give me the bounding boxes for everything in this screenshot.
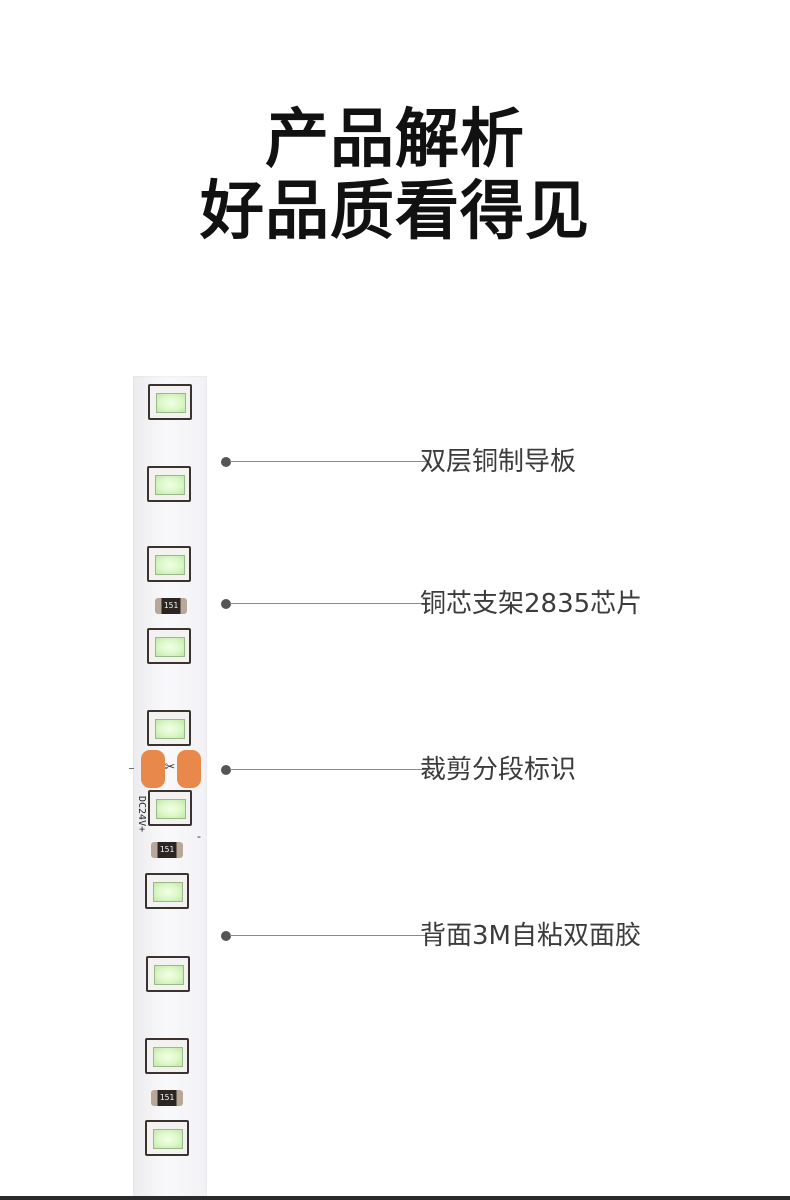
callout-cut-mark: 裁剪分段标识 — [218, 755, 778, 785]
resistor: 151 — [151, 1090, 183, 1106]
polarity-marking: DC24V+ — [136, 796, 147, 833]
resistor: 151 — [151, 842, 183, 858]
solder-pad-right — [177, 750, 201, 788]
led-chip — [145, 1120, 189, 1156]
led-chip — [148, 384, 192, 420]
minus-marking: - — [197, 830, 201, 843]
title-block: 产品解析 好品质看得见 — [0, 104, 790, 248]
callout-label: 铜芯支架2835芯片 — [420, 589, 643, 619]
callout-line — [230, 603, 426, 604]
callout-label: 双层铜制导板 — [420, 447, 577, 477]
led-chip — [147, 466, 191, 502]
led-chip — [147, 546, 191, 582]
callout-dot — [221, 765, 231, 775]
led-chip — [147, 628, 191, 664]
callout-line — [230, 769, 426, 770]
callout-dot — [221, 457, 231, 467]
page-title: 产品解析 — [265, 103, 525, 177]
callout-dot — [221, 931, 231, 941]
callout-label: 裁剪分段标识 — [420, 755, 577, 785]
led-chip — [145, 873, 189, 909]
cut-line-left — [129, 768, 134, 769]
bottom-divider — [0, 1196, 790, 1200]
led-chip — [147, 710, 191, 746]
resistor-code: 151 — [159, 1093, 175, 1102]
callout-chip: 铜芯支架2835芯片 — [218, 589, 778, 619]
callout-label: 背面3M自粘双面胶 — [420, 921, 641, 951]
scissors-icon: ✂ — [164, 760, 176, 775]
callout-copper-board: 双层铜制导板 — [218, 447, 778, 477]
led-chip — [148, 790, 192, 826]
callout-dot — [221, 599, 231, 609]
solder-pad-left — [141, 750, 165, 788]
callout-line — [230, 461, 426, 462]
resistor: 151 — [155, 598, 187, 614]
callout-adhesive: 背面3M自粘双面胶 — [218, 921, 778, 951]
page-subtitle: 好品质看得见 — [200, 175, 590, 249]
resistor-code: 151 — [159, 845, 175, 854]
resistor-code: 151 — [163, 601, 179, 610]
led-chip — [146, 956, 190, 992]
led-chip — [145, 1038, 189, 1074]
led-strip: 151 ✂ DC24V+ - 151 151 — [129, 376, 207, 1198]
callout-line — [230, 935, 426, 936]
